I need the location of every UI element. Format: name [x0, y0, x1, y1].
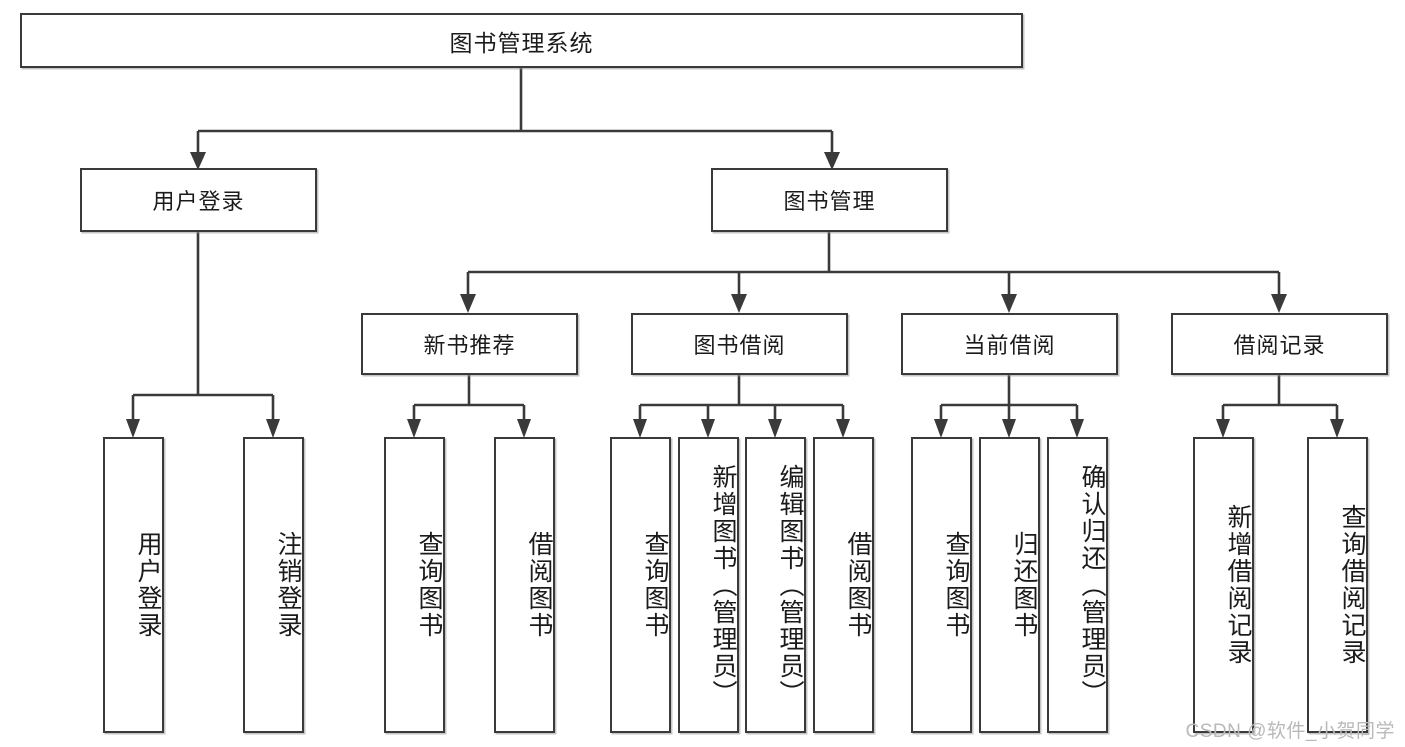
node-label: 借阅记录: [1233, 333, 1326, 358]
node-label: 确认归还（管理员）: [1078, 463, 1106, 707]
node-label: 新增图书（管理员）: [709, 463, 737, 707]
node-label: 编辑图书（管理员）: [776, 463, 804, 707]
node-label: 查询借阅记录: [1338, 504, 1366, 666]
node-leaf-confirm-return[interactable]: 确认归还（管理员）: [1047, 437, 1108, 733]
node-label: 图书管理: [783, 189, 876, 214]
node-label: 注销登录: [274, 531, 302, 639]
node-label: 图书管理系统: [449, 29, 594, 56]
node-leaf-return-book[interactable]: 归还图书: [979, 437, 1040, 733]
node-leaf-query-book-recommend[interactable]: 查询图书: [384, 437, 445, 733]
node-leaf-user-login[interactable]: 用户登录: [103, 437, 164, 733]
node-book-borrow[interactable]: 图书借阅: [631, 313, 848, 375]
node-user-login[interactable]: 用户登录: [80, 168, 317, 232]
node-label: 借阅图书: [525, 531, 553, 639]
node-leaf-query-book-borrow[interactable]: 查询图书: [610, 437, 671, 733]
node-leaf-edit-book[interactable]: 编辑图书（管理员）: [745, 437, 806, 733]
node-leaf-borrow-book[interactable]: 借阅图书: [813, 437, 874, 733]
node-label: 用户登录: [152, 189, 245, 214]
node-borrow-record[interactable]: 借阅记录: [1171, 313, 1388, 375]
node-current-borrow[interactable]: 当前借阅: [901, 313, 1118, 375]
node-label: 当前借阅: [963, 333, 1056, 358]
node-label: 查询图书: [641, 531, 669, 639]
node-leaf-add-borrow-record[interactable]: 新增借阅记录: [1193, 437, 1254, 733]
node-book-management[interactable]: 图书管理: [711, 168, 948, 232]
node-leaf-query-borrow-record[interactable]: 查询借阅记录: [1307, 437, 1368, 733]
watermark-text: CSDN @软件_小贺同学: [1185, 721, 1395, 742]
node-label: 归还图书: [1010, 531, 1038, 639]
node-label: 图书借阅: [693, 333, 786, 358]
node-label: 借阅图书: [844, 531, 872, 639]
node-leaf-logout[interactable]: 注销登录: [243, 437, 304, 733]
node-label: 新增借阅记录: [1224, 504, 1252, 666]
node-label: 用户登录: [134, 531, 162, 639]
node-label: 查询图书: [415, 531, 443, 639]
node-leaf-borrow-book-recommend[interactable]: 借阅图书: [494, 437, 555, 733]
node-root-book-management-system[interactable]: 图书管理系统: [20, 13, 1023, 68]
node-leaf-query-book-current[interactable]: 查询图书: [911, 437, 972, 733]
node-new-book-recommend[interactable]: 新书推荐: [361, 313, 578, 375]
node-leaf-add-book[interactable]: 新增图书（管理员）: [678, 437, 739, 733]
node-label: 新书推荐: [423, 333, 516, 358]
node-label: 查询图书: [942, 531, 970, 639]
